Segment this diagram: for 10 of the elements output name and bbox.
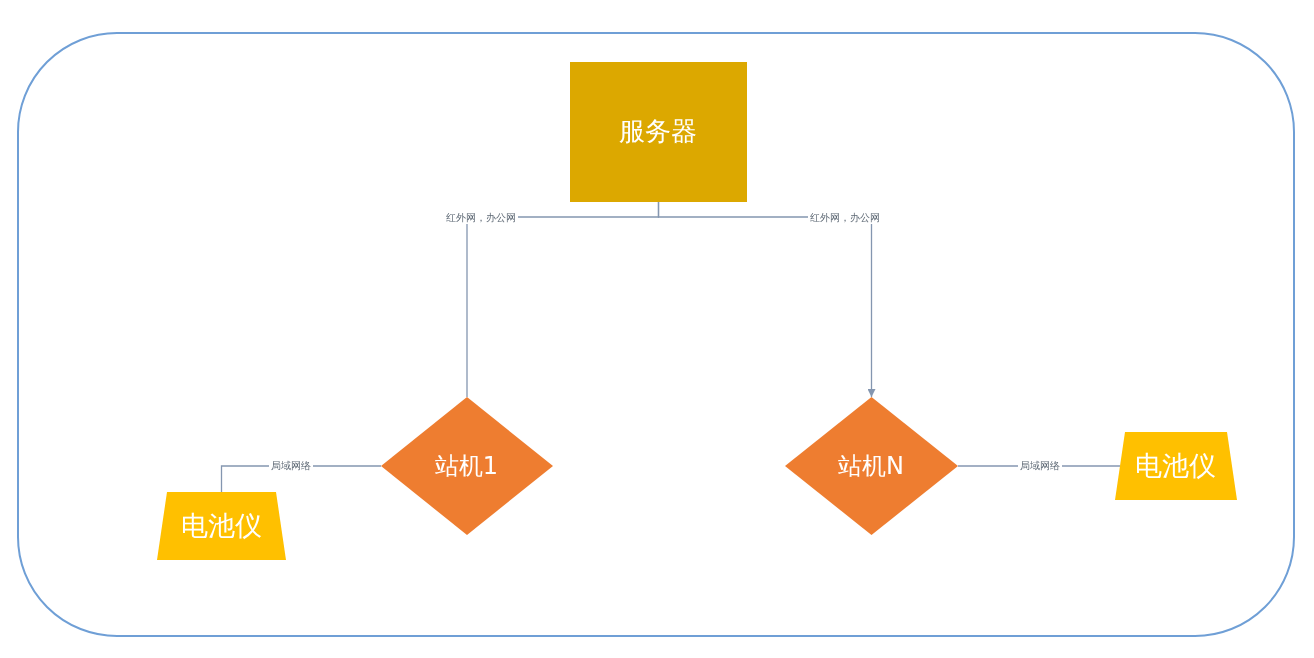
edge-label: 局域网络 [1018, 460, 1062, 472]
edge-label: 局域网络 [269, 460, 313, 472]
edge-label: 红外网，办公网 [444, 212, 518, 224]
rounded-frame [17, 32, 1295, 637]
edge-label: 红外网，办公网 [808, 212, 882, 224]
diamond-node: 站机N [784, 396, 958, 535]
trapezoid-node: 电池仪 [156, 491, 286, 560]
diamond-node: 站机1 [380, 396, 553, 535]
trapezoid-node: 电池仪 [1114, 431, 1237, 500]
server-box: 服务器 [569, 61, 747, 202]
